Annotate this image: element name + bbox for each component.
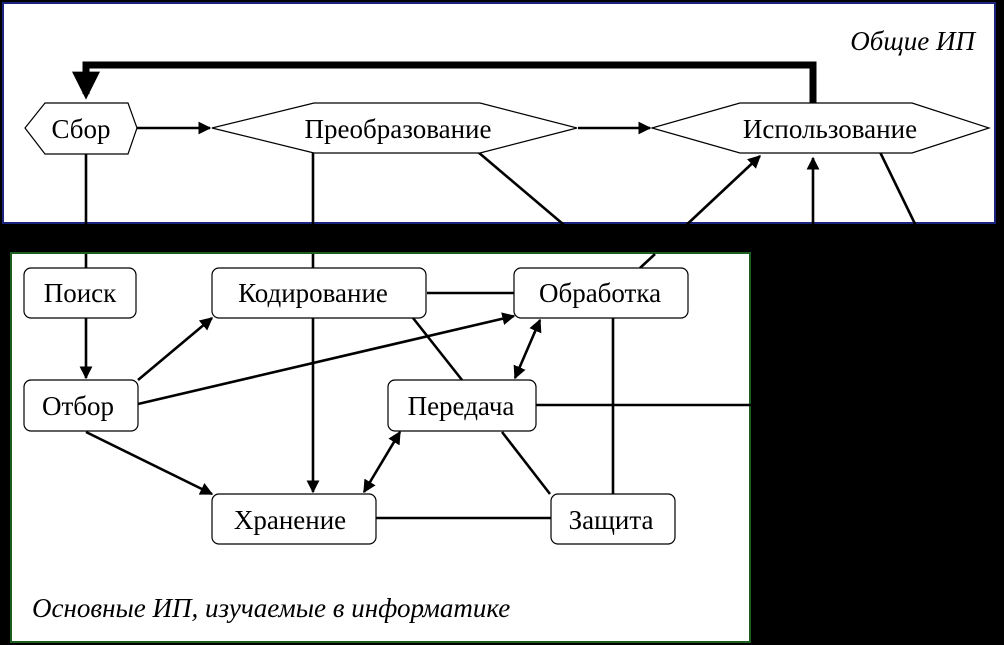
line-kodirovanie-peredacha	[411, 317, 464, 381]
node-obrabotka-label: Обработка	[539, 278, 661, 308]
feedback-arrow	[72, 61, 817, 103]
node-preobrazovanie-label: Преобразование	[305, 114, 492, 144]
node-peredacha-label: Передача	[408, 391, 515, 421]
connections	[72, 61, 919, 520]
line-ispolzovanie-diagonal	[878, 151, 919, 229]
line-preobrazovanie-obrabotka	[477, 151, 571, 231]
node-ispolzovanie-label: Использование	[743, 114, 917, 144]
node-otbor: Отбор	[23, 379, 139, 432]
line-peredacha-zashchita	[500, 431, 552, 495]
arrow-otbor-hranenie	[85, 430, 214, 496]
node-hranenie-label: Хранение	[234, 505, 346, 535]
node-peredacha: Передача	[387, 379, 537, 432]
node-sbor: Сбор	[24, 102, 138, 155]
node-poisk-label: Поиск	[44, 278, 117, 308]
arrow-obrabotka-ispolzovanie-lower	[639, 253, 656, 269]
node-obrabotka: Обработка	[513, 267, 689, 319]
arrow-otbor-kodirovanie	[137, 317, 213, 381]
node-poisk: Поиск	[23, 267, 137, 319]
arrow-otbor-obrabotka	[137, 312, 516, 406]
node-zashchita-label: Защита	[569, 505, 654, 535]
basic-processes-caption: Основные ИП, изучаемые в информатике	[32, 593, 510, 623]
arrow-obrabotka-ispolzovanie	[680, 155, 761, 231]
node-kodirovanie-label: Кодирование	[238, 278, 388, 308]
node-hranenie: Хранение	[211, 493, 377, 545]
node-otbor-label: Отбор	[42, 391, 114, 421]
node-preobrazovanie: Преобразование	[211, 102, 578, 154]
general-processes-caption: Общие ИП	[850, 26, 976, 56]
arrow-obrabotka-peredacha	[513, 318, 542, 380]
node-ispolzovanie: Использование	[649, 102, 991, 154]
node-zashchita: Защита	[550, 493, 676, 545]
node-kodirovanie: Кодирование	[211, 267, 427, 319]
arrow-peredacha-hranenie	[362, 430, 402, 494]
node-sbor-label: Сбор	[51, 114, 110, 144]
